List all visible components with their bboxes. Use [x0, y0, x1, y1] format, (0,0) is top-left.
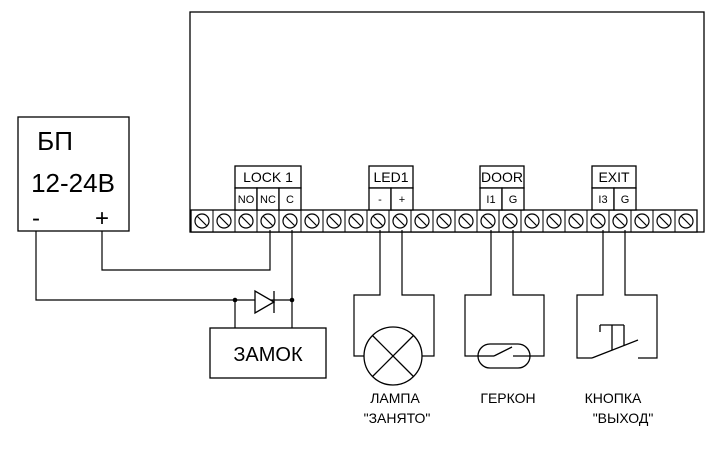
psu-minus-label: - — [32, 205, 40, 232]
group-door: DOOR I1 G — [479, 165, 525, 211]
psu-plus-label: + — [95, 205, 109, 232]
group-led1: LED1 - + — [368, 165, 414, 211]
pin-label-door-i1: I1 — [486, 194, 495, 206]
exit-button-label-line2: "ВЫХОД" — [593, 410, 654, 426]
group-lock1-name: LOCK 1 — [243, 169, 293, 185]
screw-terminal-icon — [674, 210, 694, 232]
wire-psu-minus — [35, 231, 292, 301]
wire-reed-g — [512, 230, 545, 357]
screw-terminal-icon — [630, 210, 650, 232]
group-door-name: DOOR — [481, 169, 523, 185]
lamp-label-line1: ЛАМПА — [370, 390, 420, 406]
pin-label-no: NO — [238, 194, 255, 206]
screw-terminal-icon — [432, 210, 452, 232]
wire-lamp-minus — [353, 230, 381, 357]
screw-terminal-icon — [194, 213, 210, 229]
exit-button-label-line1: КНОПКА — [585, 390, 642, 406]
pin-label-c: C — [286, 194, 294, 206]
screw-terminal-icon — [608, 210, 628, 232]
diode-icon — [232, 289, 295, 315]
group-exit: EXIT I3 G — [591, 165, 637, 211]
screw-terminal-icon — [454, 210, 474, 232]
screw-terminal-icon — [410, 210, 430, 232]
wire-reed-i1 — [464, 230, 492, 357]
reed-label: ГЕРКОН — [480, 390, 535, 406]
lamp-icon — [363, 326, 423, 386]
pin-label-door-g: G — [509, 194, 518, 206]
pin-label-nc: NC — [260, 194, 276, 206]
screw-terminal-icon — [278, 210, 298, 232]
pin-box-door-g — [501, 187, 525, 211]
pin-label-led-plus: + — [399, 194, 405, 206]
lamp-label-line2: "ЗАНЯТО" — [364, 410, 431, 426]
power-supply-box — [17, 116, 130, 232]
psu-voltage: 12-24В — [31, 168, 115, 198]
screw-terminal-icon — [564, 210, 584, 232]
pin-box-led-plus — [390, 187, 414, 211]
screw-terminal-icon — [366, 210, 386, 232]
screw-terminal-icon — [498, 210, 518, 232]
terminal-strip — [190, 209, 698, 233]
screw-terminal-icon — [234, 210, 254, 232]
screw-terminal-icon — [322, 210, 342, 232]
pin-label-exit-i3: I3 — [598, 194, 607, 206]
screw-terminal-icon — [586, 210, 606, 232]
pin-label-led-minus: - — [378, 194, 382, 206]
group-lock1: LOCK 1 NO NC C — [234, 165, 302, 211]
screw-terminal-icon — [652, 210, 672, 232]
wire-psu-plus — [101, 230, 271, 271]
screw-terminal-icon — [388, 210, 408, 232]
wire-exit-i3 — [576, 230, 604, 359]
pin-label-exit-g: G — [621, 194, 630, 206]
exit-button-icon — [591, 324, 639, 359]
wire-exit-g — [624, 230, 658, 359]
group-exit-name: EXIT — [598, 169, 630, 185]
screw-terminal-icon — [542, 210, 562, 232]
pin-box-c — [278, 187, 302, 211]
wire-lamp-plus — [401, 230, 435, 357]
screw-terminal-icon — [344, 210, 364, 232]
reed-switch-icon — [477, 343, 531, 369]
door-lock: ЗАМОК — [209, 327, 327, 379]
group-led1-name: LED1 — [373, 169, 408, 185]
door-lock-box — [209, 327, 327, 379]
screw-terminal-icon — [520, 210, 540, 232]
psu-title: БП — [37, 126, 73, 156]
power-supply: БП 12-24В - + — [17, 116, 130, 232]
pin-box-exit-g — [613, 187, 637, 211]
screw-terminal-icon — [212, 210, 232, 232]
screw-terminal-icon — [476, 210, 496, 232]
screw-terminal-icon — [256, 210, 276, 232]
screw-terminal-icon — [300, 210, 320, 232]
door-lock-label: ЗАМОК — [233, 344, 303, 366]
